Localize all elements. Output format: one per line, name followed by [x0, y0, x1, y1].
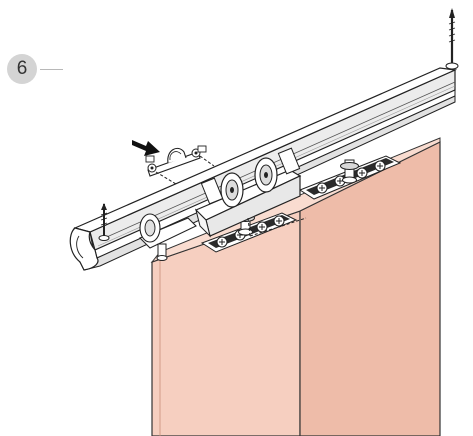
- alignment-guides: [155, 155, 307, 237]
- step-leader-line: [40, 69, 63, 70]
- hanger-bolt-right: [340, 159, 359, 184]
- track-stopper: [139, 213, 197, 261]
- clip-bracket: [145, 145, 207, 177]
- insert-direction-arrow: [132, 140, 160, 156]
- rail-screw-right: [445, 8, 459, 70]
- step-indicator: 6: [0, 0, 80, 84]
- step-number-badge: 6: [7, 54, 37, 84]
- roller-carriage: [194, 147, 302, 238]
- rail-screw-left: [98, 203, 110, 241]
